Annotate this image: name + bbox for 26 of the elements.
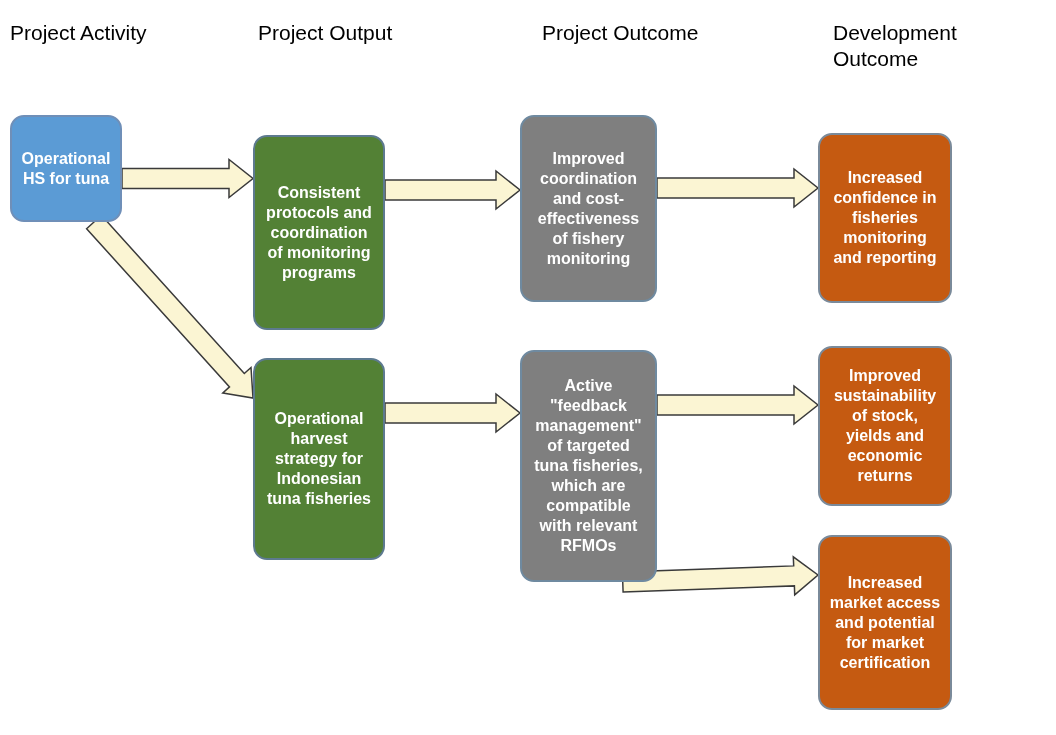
outcome-box [253, 358, 385, 560]
column-heading: Project Activity [10, 20, 147, 46]
outcome-box [10, 115, 122, 222]
block-arrow [656, 167, 820, 209]
block-arrow [656, 384, 820, 426]
outcome-box [520, 350, 657, 582]
block-arrow [621, 555, 820, 597]
block-arrow [384, 392, 522, 434]
box-text: Improved coordination and cost-effectiveness of fishery monitoring [536, 148, 641, 269]
outcome-box [818, 535, 952, 710]
outcome-box [253, 135, 385, 330]
box-text: Improved sustainability of stock, yields and economic returns [832, 366, 938, 486]
box-text: Consistent protocols and coordination of monitoring programs [265, 182, 373, 283]
block-arrow [121, 157, 255, 200]
outcome-box [818, 346, 952, 506]
outcome-box [818, 133, 952, 303]
outcome-box [520, 115, 657, 302]
column-heading: Development Outcome [833, 20, 958, 72]
box-text: Increased market access and potential for market certification [828, 572, 942, 673]
box-text: Operational HS for tuna [20, 148, 112, 189]
column-heading: Project Outcome [542, 20, 699, 46]
block-arrow [384, 169, 522, 211]
box-text: Increased confidence in fisheries monitoring and reporting [832, 168, 938, 268]
box-text: Operational harvest strategy for Indonesian tuna fisheries [266, 409, 372, 509]
column-heading: Project Output [258, 20, 393, 46]
box-text: Active "feedback management" of targeted tuna fisheries, which are compatible with relevant RFMOs [533, 376, 644, 556]
